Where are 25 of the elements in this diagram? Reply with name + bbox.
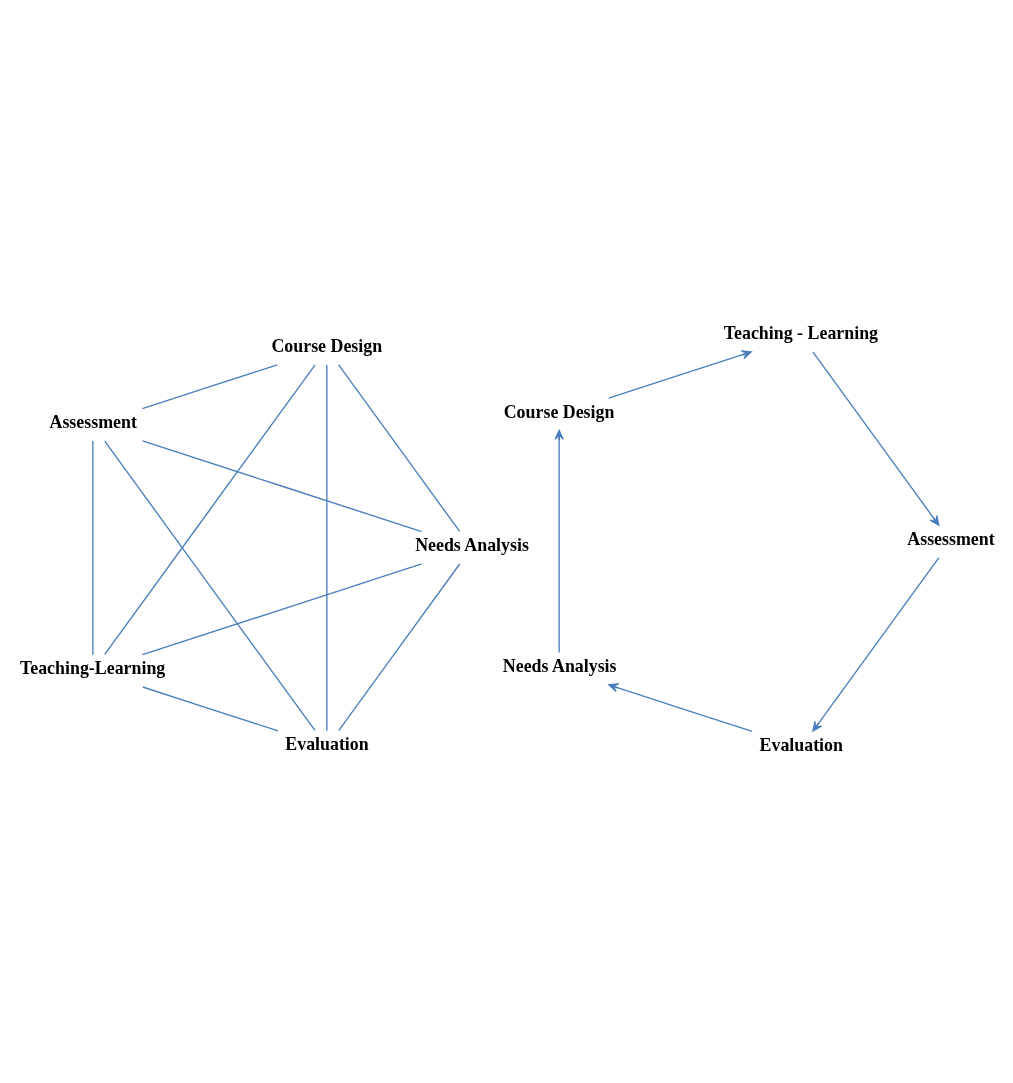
node-text: Course Design bbox=[503, 401, 614, 422]
connector bbox=[103, 440, 316, 732]
connector bbox=[337, 364, 460, 533]
arrow bbox=[553, 429, 564, 654]
node-text: Course Design bbox=[270, 336, 382, 357]
node-text: Teaching - Learning bbox=[723, 323, 878, 344]
connector bbox=[141, 563, 422, 656]
node-text: Evaluation bbox=[759, 734, 843, 755]
connector bbox=[325, 364, 328, 732]
node-text: Assessment bbox=[906, 529, 995, 550]
arrow bbox=[607, 683, 753, 733]
connector bbox=[337, 563, 460, 732]
connector bbox=[141, 686, 279, 732]
arrow bbox=[607, 350, 752, 399]
connector bbox=[141, 440, 422, 533]
connector bbox=[103, 364, 316, 656]
connector bbox=[141, 364, 278, 410]
node-text: Needs Analysis bbox=[414, 535, 529, 556]
node-text: Assessment bbox=[48, 412, 137, 433]
node-text: Needs Analysis bbox=[502, 656, 617, 677]
node-text: Evaluation bbox=[284, 734, 369, 755]
arrow bbox=[811, 557, 940, 732]
node-text: Teaching-Learning bbox=[19, 658, 165, 679]
connector bbox=[91, 440, 93, 656]
arrow bbox=[811, 351, 939, 526]
